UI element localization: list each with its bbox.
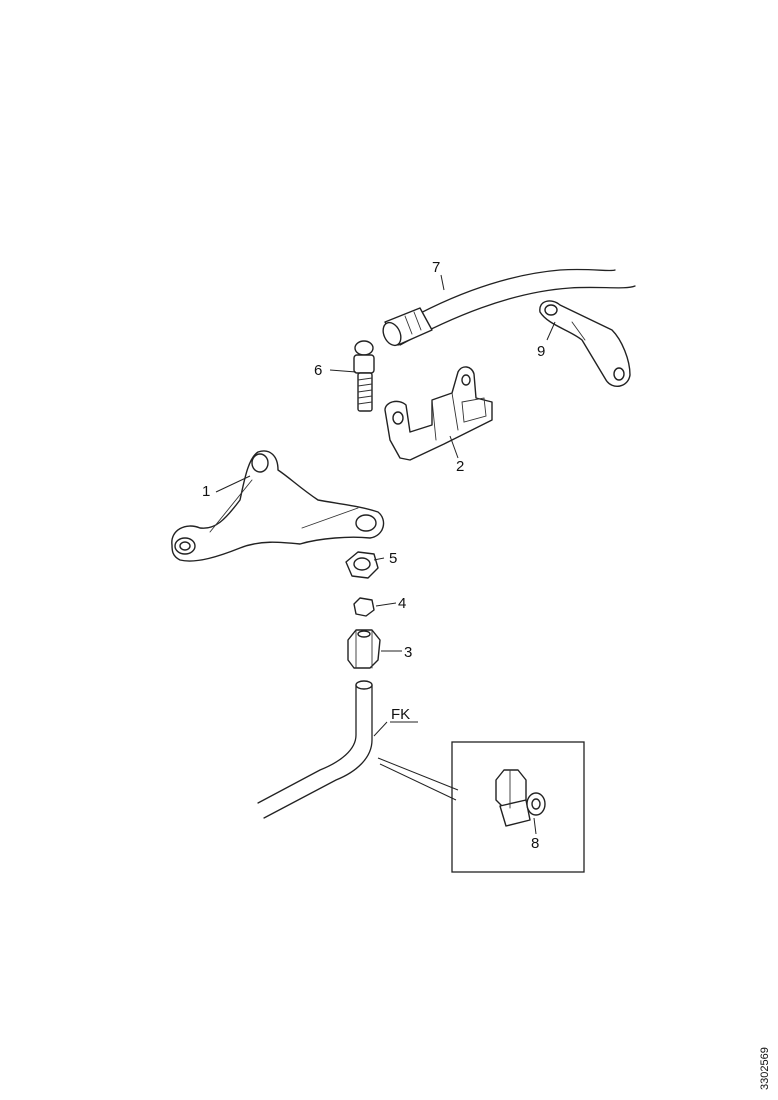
part-4-nut (353, 597, 375, 617)
leader-lines (215, 274, 556, 835)
label-part-3: 3 (404, 644, 412, 661)
detail-box (377, 741, 585, 873)
part-2-bracket (384, 366, 493, 461)
label-part-4: 4 (398, 595, 406, 612)
part-7-stabilizer-bar (382, 268, 636, 347)
part-6-bolt (353, 340, 375, 412)
label-part-7: 7 (432, 259, 440, 276)
lower-stabilizer-bar (257, 680, 373, 819)
part-1-arm (171, 450, 385, 562)
label-part-8: 8 (531, 835, 539, 852)
label-part-1: 1 (202, 483, 210, 500)
drawing-number: 3302569 (759, 1047, 771, 1090)
part-8-fitting (495, 769, 546, 827)
label-part-6: 6 (314, 362, 322, 379)
part-9-link (539, 300, 631, 387)
label-part-9: 9 (537, 343, 545, 360)
label-fk: FK (391, 706, 410, 723)
part-5-bushing (345, 551, 379, 579)
label-part-2: 2 (456, 458, 464, 475)
part-3-nut (347, 629, 381, 669)
label-part-5: 5 (389, 550, 397, 567)
